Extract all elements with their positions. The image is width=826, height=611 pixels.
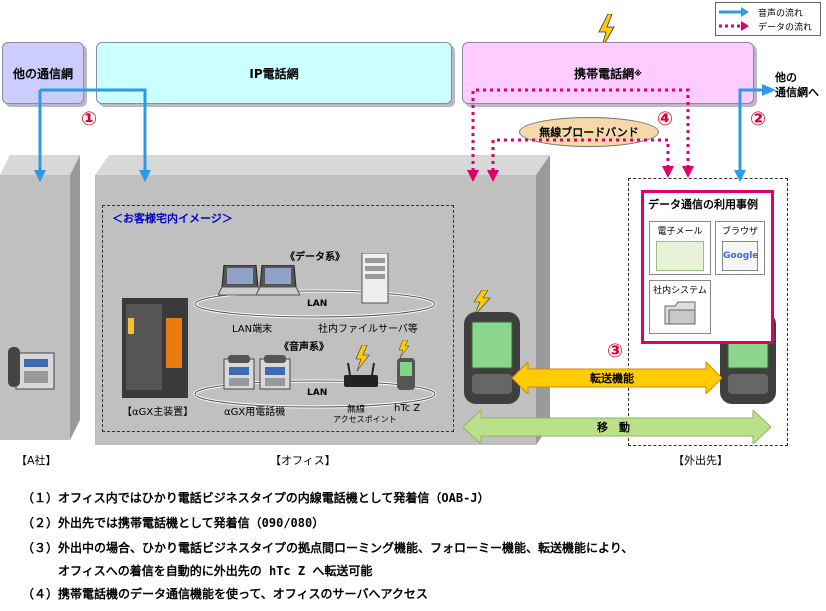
premises-label: ＜お客様宅内イメージ＞ — [112, 212, 233, 225]
wireless-access-point-icon — [344, 345, 378, 387]
lightning-icon — [598, 14, 615, 50]
main-unit-icon — [122, 298, 188, 398]
file-server-label: 社内ファイルサーバ等 — [318, 324, 418, 335]
voice-group-label: 《音声系》 — [279, 342, 329, 353]
mobile-network: 携帯電話網※ — [462, 42, 754, 104]
other-network-right-line1: 他の — [775, 71, 797, 84]
data-usage-title: データ通信の利用事例 — [648, 198, 758, 211]
browser-tile: ブラウザ Google — [715, 221, 765, 275]
note-1: （１）オフィス内ではひかり電話ビジネスタイプの内線電話機として発着信（OAB-J… — [22, 491, 490, 505]
circle-number-4: ④ — [657, 108, 674, 130]
wireless-ap-label-1: 無線 — [347, 405, 366, 415]
laptop-icon — [256, 265, 300, 296]
email-screen-icon — [656, 241, 704, 271]
outside-section-label: 【外出先】 — [673, 454, 728, 467]
circle-number-2: ② — [750, 108, 767, 130]
circle-number-1: ① — [81, 108, 98, 130]
voice-arrow-legend-icon — [719, 7, 749, 17]
transfer-arrow — [512, 362, 722, 394]
folder-icon — [664, 301, 696, 325]
other-network-left-label: 他の通信網 — [12, 66, 73, 81]
voice-lan-ellipse — [193, 379, 437, 409]
other-network-left: 他の通信網 — [2, 42, 84, 104]
htcz-phone-office-icon — [464, 290, 520, 404]
small-htcz-icon — [397, 340, 415, 390]
note-3-continued: オフィスへの着信を自動的に外出先の hTc Z へ転送可能 — [22, 564, 373, 578]
a-company-section-label: 【A社】 — [16, 454, 57, 467]
a-company-phone-icon — [8, 347, 55, 390]
other-network-right-line2: 通信網へ — [775, 86, 819, 99]
gx-phone-label: αGX用電話機 — [224, 407, 286, 418]
wireless-ap-label-2: アクセスポイント — [333, 415, 397, 424]
data-lan-ellipse — [193, 289, 437, 319]
data-lan-label: LAN — [307, 299, 328, 309]
google-logo: Google — [722, 241, 758, 271]
legend-voice-label: 音声の流れ — [758, 9, 804, 19]
email-label: 電子メール — [657, 227, 703, 237]
lan-terminal-label: LAN端末 — [232, 324, 273, 335]
company-system-label: 社内システム — [653, 286, 707, 296]
ip-phone-network: IP電話網 — [96, 42, 452, 104]
legend-data-label: データの流れ — [758, 23, 813, 33]
laptop-icon — [218, 265, 262, 296]
ip-phone-network-label: IP電話網 — [249, 66, 299, 81]
premises-box — [102, 205, 454, 432]
voice-lan-label: LAN — [307, 388, 328, 398]
move-arrow — [463, 410, 771, 444]
circle-number-3: ③ — [607, 340, 624, 362]
note-3: （３）外出中の場合、ひかり電話ビジネスタイプの拠点間ローミング機能、フォローミー… — [22, 541, 634, 555]
other-network-right: 他の 通信網へ — [775, 70, 819, 100]
data-group-label: 《データ系》 — [285, 252, 345, 263]
email-tile: 電子メール — [649, 221, 711, 275]
office-section-label: 【オフィス】 — [270, 454, 336, 467]
htcz-label: hTc Z — [394, 403, 421, 414]
browser-label: ブラウザ — [721, 227, 758, 237]
legend: 音声の流れ データの流れ — [715, 2, 821, 36]
note-2: （２）外出先では携帯電話機として発着信（090/080） — [22, 516, 325, 530]
transfer-label: 転送機能 — [590, 372, 634, 385]
main-unit-label: 【αGX主装置】 — [122, 407, 194, 418]
mobile-network-label: 携帯電話網 — [574, 66, 635, 81]
file-server-icon — [361, 253, 389, 304]
move-label: 移 動 — [597, 421, 630, 434]
company-system-tile: 社内システム — [649, 280, 711, 334]
wireless-broadband-bubble: 無線ブロードバンド — [519, 117, 659, 147]
a-company-building — [0, 155, 80, 440]
data-arrow-legend-icon — [719, 21, 749, 31]
desk-phone-icon — [223, 355, 255, 390]
mobile-network-mark: ※ — [634, 68, 642, 78]
note-4: （４）携帯電話機のデータ通信機能を使って、オフィスのサーバへアクセス — [22, 587, 428, 601]
desk-phone-icon — [259, 355, 291, 390]
